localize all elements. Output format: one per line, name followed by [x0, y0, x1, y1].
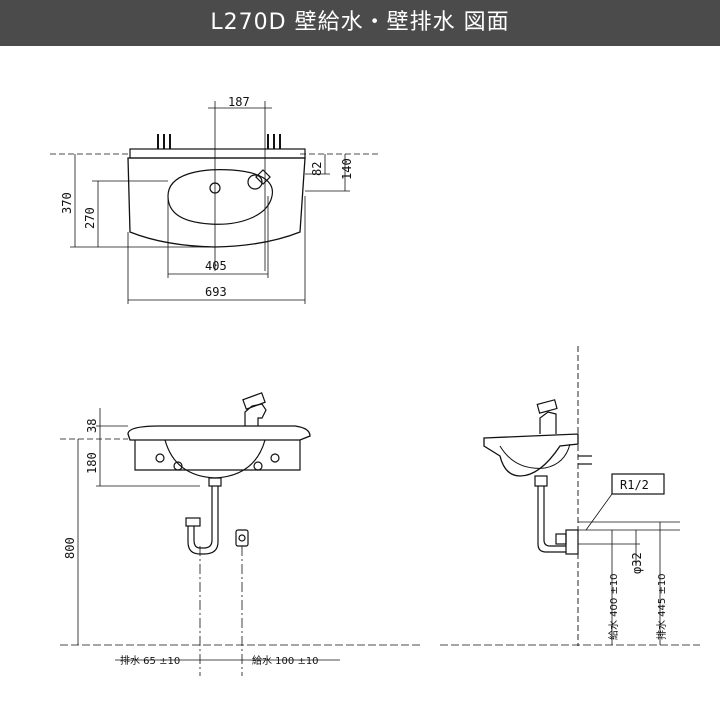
- plan-basin-outline: [127, 157, 306, 248]
- front-faucet: [244, 403, 267, 426]
- page-title: L270D 壁給水・壁排水 図面: [210, 10, 510, 35]
- side-drain-fitting: [534, 475, 548, 487]
- front-bolt-right2: [270, 453, 280, 463]
- front-trap-outer: [193, 516, 213, 549]
- plan-drain-icon: [209, 182, 221, 194]
- plan-view: 187 82 140 370 270 405 693: [50, 95, 380, 304]
- plan-dim-82: 82: [310, 162, 324, 176]
- side-pipe-dim: φ32: [630, 552, 644, 574]
- plan-dim-140: 140: [340, 158, 354, 180]
- front-faucet-handle: [242, 392, 266, 410]
- front-drain-fitting: [208, 477, 222, 487]
- plan-dim-187: 187: [228, 95, 250, 109]
- front-rim: [127, 425, 311, 441]
- front-apron: [134, 440, 301, 471]
- side-view: R1/2 φ32 給水 400 ±10 排水 445 ±10: [440, 346, 700, 646]
- plan-handle-icon: [255, 169, 271, 185]
- front-drain-offset-label: 排水 65 ±10: [120, 654, 180, 667]
- front-dim-38: 38: [85, 419, 99, 433]
- front-supply-offset-label: 給水 100 ±10: [252, 654, 319, 667]
- front-supply-stop: [235, 529, 249, 547]
- plan-dim-405: 405: [205, 259, 227, 273]
- plan-faucet-icon: [247, 174, 263, 190]
- side-stop-valve: [555, 533, 567, 545]
- front-bolt-right: [253, 461, 263, 471]
- side-thread-leader: [585, 493, 613, 531]
- plan-dim-270: 270: [83, 207, 97, 229]
- front-bolt-left2: [173, 461, 183, 471]
- title-bar: L270D 壁給水・壁排水 図面: [0, 0, 720, 46]
- front-bowl: [164, 439, 266, 479]
- plan-dim-370: 370: [60, 192, 74, 214]
- side-thread-label: R1/2: [620, 478, 649, 492]
- side-basin: [483, 433, 579, 477]
- plan-dim-693: 693: [205, 285, 227, 299]
- side-supply-height-label: 給水 400 ±10: [607, 573, 620, 640]
- plan-bowl: [167, 169, 273, 225]
- side-faucet: [539, 411, 557, 434]
- front-view: 38 180 800 排水 65 ±10 給水 100 ±10: [60, 392, 420, 676]
- front-dim-800: 800: [63, 537, 77, 559]
- front-trap-inner: [187, 516, 219, 555]
- front-trap-nut: [185, 517, 201, 527]
- side-trap-inner: [543, 524, 566, 547]
- plan-back-rail: [129, 148, 306, 159]
- front-dim-180: 180: [85, 452, 99, 474]
- side-wall-flange: [565, 529, 579, 555]
- side-faucet-handle: [536, 399, 558, 414]
- front-bolt-left: [155, 453, 165, 463]
- side-thread-box: [611, 473, 665, 495]
- front-supply-icon: [238, 534, 246, 542]
- technical-drawing: 187 82 140 370 270 405 693: [50, 95, 700, 676]
- side-drain-height-label: 排水 445 ±10: [655, 573, 668, 640]
- side-basin-inner: [499, 443, 571, 469]
- side-trap-outer: [537, 524, 566, 553]
